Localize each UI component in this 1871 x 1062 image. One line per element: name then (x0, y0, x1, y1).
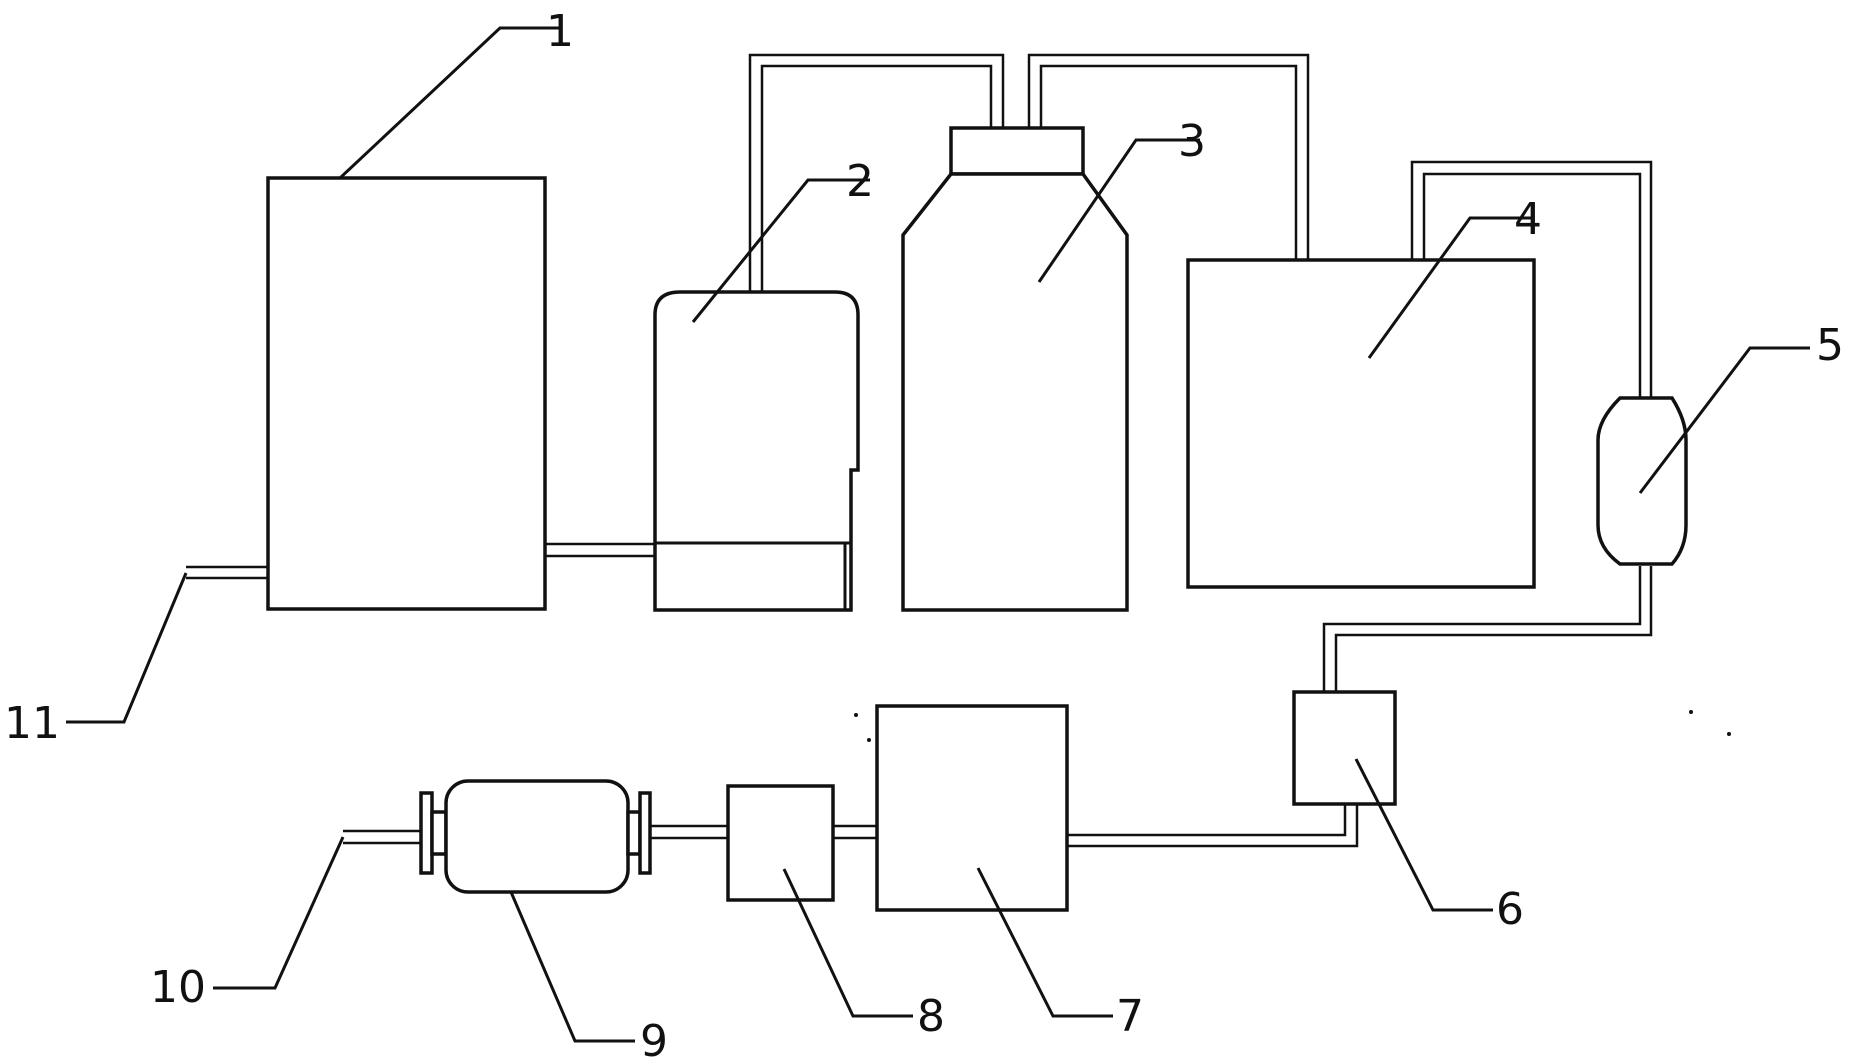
pipe-8-to-9 (648, 824, 728, 840)
callout-label-2: 2 (846, 156, 874, 207)
pipe-7-to-8 (833, 824, 876, 840)
component-9-flanged-cylinder (419, 779, 652, 894)
pipe-inlet-11 (186, 565, 268, 580)
callout-leader-6 (1354, 758, 1493, 912)
pipe-3-to-4 (1027, 53, 1310, 260)
callout-label-6: 6 (1496, 884, 1524, 935)
pipe-1-to-2 (545, 542, 655, 558)
pipe-2-to-3 (748, 53, 1005, 292)
pipe-4-to-5 (1410, 160, 1653, 400)
pipe-5-to-6 (1322, 566, 1653, 692)
callout-leader-10 (213, 836, 345, 990)
callout-leader-11 (66, 572, 188, 724)
callout-label-7: 7 (1116, 991, 1144, 1042)
callout-label-11: 11 (4, 698, 60, 749)
callout-label-8: 8 (917, 991, 945, 1042)
callout-label-5: 5 (1816, 320, 1844, 371)
component-6-box (1292, 690, 1397, 806)
component-5-capsule (1596, 396, 1688, 566)
callout-leader-2 (691, 178, 870, 323)
component-7-hatched-block (875, 704, 1069, 912)
callout-label-10: 10 (150, 962, 206, 1013)
component-4-box (1186, 258, 1536, 589)
callout-label-9: 9 (640, 1016, 668, 1062)
callout-leader-9 (509, 891, 635, 1043)
callout-leader-4 (1367, 216, 1532, 359)
callout-leader-1 (338, 26, 560, 180)
callout-leader-7 (976, 867, 1113, 1018)
pipe-6-to-7 (1066, 804, 1359, 848)
callout-leader-5 (1638, 346, 1810, 494)
component-1-tank (266, 176, 547, 611)
pipe-outlet-10 (343, 829, 421, 845)
callout-label-4: 4 (1514, 194, 1542, 245)
callout-leader-8 (782, 868, 913, 1018)
speck-dots (854, 710, 1731, 742)
callout-leader-3 (1037, 138, 1200, 283)
callout-label-1: 1 (546, 6, 574, 57)
component-3-bottle (901, 126, 1129, 612)
callout-label-3: 3 (1178, 116, 1206, 167)
component-8-box (726, 784, 835, 902)
component-2-unit (653, 290, 860, 612)
